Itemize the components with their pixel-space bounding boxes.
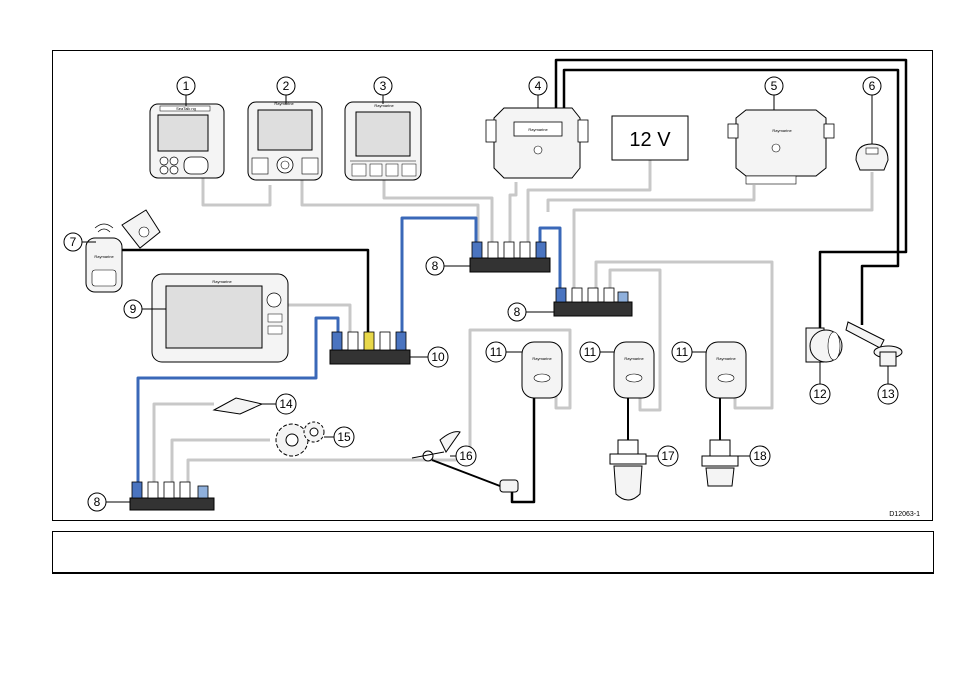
svg-text:9: 9 <box>130 302 137 316</box>
svg-text:8: 8 <box>514 305 521 319</box>
svg-text:3: 3 <box>380 79 387 93</box>
callout-11b: 11 <box>580 342 614 362</box>
backbone-connector-10 <box>330 332 410 364</box>
svg-text:13: 13 <box>881 387 895 401</box>
svg-text:5: 5 <box>771 79 778 93</box>
svg-text:18: 18 <box>753 449 767 463</box>
instrument-brand: Raymarine <box>374 103 394 108</box>
mfd-brand: Raymarine <box>212 279 232 284</box>
instrument-display-3 <box>345 102 421 180</box>
depth-transducer-18 <box>702 440 738 486</box>
caption-box <box>52 531 934 574</box>
callout-11c: 11 <box>672 342 706 362</box>
svg-text:2: 2 <box>283 79 290 93</box>
svg-text:8: 8 <box>94 495 101 509</box>
course-computer-4: Raymarine <box>486 108 588 178</box>
callout-14: 14 <box>262 394 296 414</box>
callout-15: 15 <box>324 427 354 447</box>
instrument-display-1 <box>150 104 224 178</box>
remote-brand: Raymarine <box>94 254 114 259</box>
fluxgate-compass-6 <box>856 144 888 170</box>
callout-5: 5 <box>765 77 783 110</box>
svg-text:8: 8 <box>432 259 439 273</box>
svg-text:11: 11 <box>676 345 689 359</box>
svg-text:1: 1 <box>183 79 190 93</box>
svg-text:12: 12 <box>813 387 827 401</box>
svg-text:14: 14 <box>279 397 293 411</box>
callout-13: 13 <box>878 366 898 404</box>
multifunction-display-9: Raymarine <box>152 274 288 362</box>
gear-sensor-15 <box>276 422 324 456</box>
callout-10: 10 <box>410 347 448 367</box>
sensor-pod-11b <box>614 342 654 398</box>
backbone-connector-8-middle <box>554 288 632 316</box>
callout-8-bottom: 8 <box>88 493 130 511</box>
callout-3: 3 <box>374 77 392 104</box>
callout-1: 1 <box>177 77 195 106</box>
callout-11a: 11 <box>486 342 522 362</box>
svg-text:6: 6 <box>869 79 876 93</box>
power-label: 12 V <box>629 129 671 151</box>
callout-12: 12 <box>810 362 830 404</box>
cable-autopilot-drive-2 <box>564 70 898 325</box>
figure-code: D12063-1 <box>889 511 920 518</box>
callout-16: 16 <box>450 446 476 466</box>
callout-18: 18 <box>738 446 770 466</box>
backbone-connector-8-bottom <box>130 482 214 510</box>
svg-text:17: 17 <box>661 449 675 463</box>
callout-8-top: 8 <box>426 257 470 275</box>
sensor-pod-11a <box>522 342 562 398</box>
pod-brand-b: Raymarine <box>624 356 644 361</box>
autopilot-controller-2 <box>248 102 322 180</box>
cable-display-2 <box>302 180 478 242</box>
cable-blue-spur-top <box>402 218 476 332</box>
actuator-control-unit-5: Raymarine <box>728 110 834 184</box>
cable-rudder <box>154 404 214 482</box>
callout-4: 4 <box>529 77 547 108</box>
svg-text:16: 16 <box>459 449 473 463</box>
pod-brand-a: Raymarine <box>532 356 552 361</box>
acu-brand: Raymarine <box>772 128 792 133</box>
svg-text:11: 11 <box>490 345 503 359</box>
cable-display-1 <box>203 178 270 205</box>
callout-17: 17 <box>646 446 678 466</box>
sensor-pod-11c <box>706 342 746 398</box>
svg-text:7: 7 <box>70 235 77 249</box>
tiller-drive-13 <box>846 322 902 366</box>
speed-transducer-17 <box>610 440 646 500</box>
controller-brand: Raymarine <box>274 101 294 106</box>
cable-course-computer <box>510 182 516 242</box>
svg-text:10: 10 <box>431 350 445 364</box>
rudder-reference-14 <box>214 398 262 414</box>
callout-2: 2 <box>277 77 295 104</box>
callout-6: 6 <box>863 77 881 144</box>
svg-text:11: 11 <box>584 345 597 359</box>
callout-8-middle: 8 <box>508 303 554 321</box>
course-computer-brand: Raymarine <box>528 127 548 132</box>
backbone-connector-8-top <box>470 242 550 272</box>
drive-unit-12 <box>806 328 842 362</box>
svg-text:4: 4 <box>535 79 542 93</box>
st70-label: SeaTalk ng <box>176 106 196 111</box>
power-supply: 12 V <box>612 116 688 160</box>
pod-brand-c: Raymarine <box>716 356 736 361</box>
svg-text:15: 15 <box>337 430 351 444</box>
